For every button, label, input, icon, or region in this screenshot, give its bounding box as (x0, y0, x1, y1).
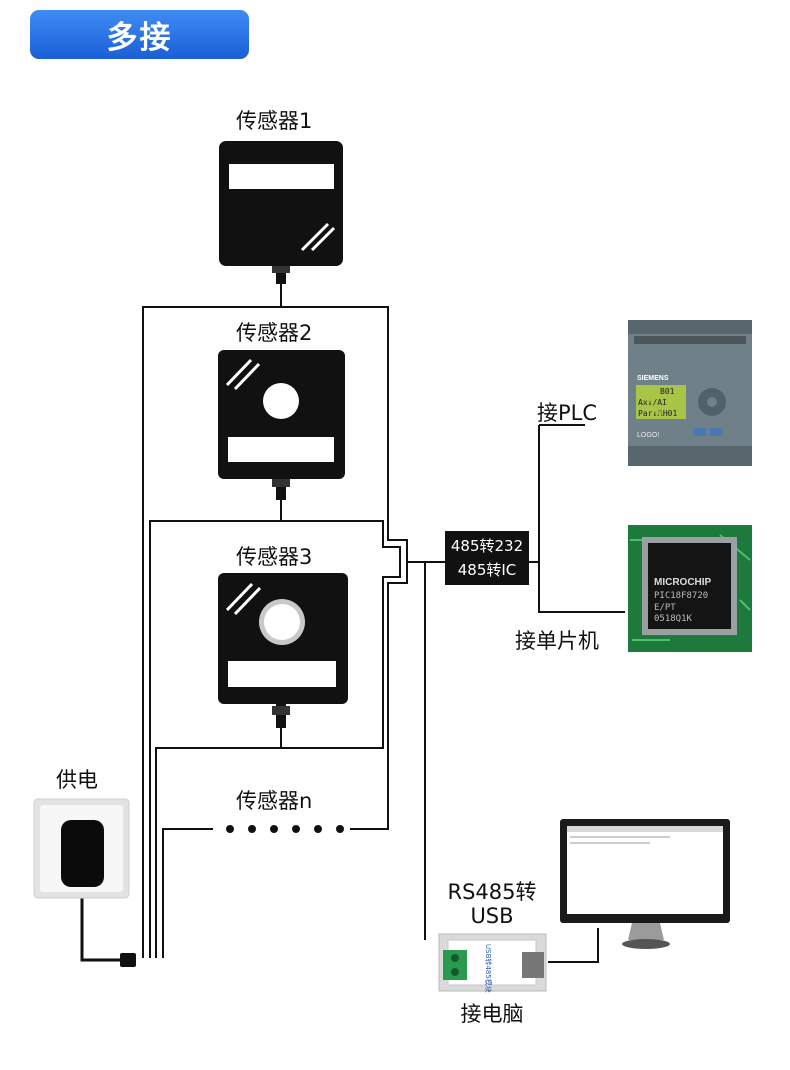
sensor2-icon (218, 350, 345, 500)
converter-label-line1: 485转232 (450, 537, 524, 555)
svg-text:0518Q1K: 0518Q1K (654, 614, 693, 624)
bus-wires (142, 283, 625, 963)
svg-text:E/PT: E/PT (654, 603, 676, 613)
pc-label: 接电脑 (460, 1002, 524, 1026)
sensor1-icon (219, 141, 343, 284)
power-plug-icon (120, 953, 136, 967)
sensor3-icon (218, 573, 348, 728)
ellipsis-dot (248, 825, 256, 833)
power-socket-icon (33, 798, 130, 899)
converter-box: 485转232 485转IC (445, 531, 529, 585)
rs485-usb-label-line2: USB (470, 904, 514, 928)
ellipsis-dot (292, 825, 300, 833)
mcu-label: 接单片机 (515, 629, 599, 653)
svg-text:SIEMENS: SIEMENS (637, 375, 669, 382)
svg-text:Par↓⎍H01: Par↓⎍H01 (638, 409, 677, 418)
sensor3-label: 传感器3 (236, 545, 313, 569)
ellipsis-dot (270, 825, 278, 833)
more-sensors-ellipsis (226, 822, 346, 836)
rs485-usb-label-line1: RS485转 (447, 880, 537, 904)
svg-text:B01: B01 (660, 387, 675, 396)
microchip-icon: MICROCHIP PIC18F8720 E/PT 0518Q1K (628, 525, 752, 652)
sensor1-label: 传感器1 (236, 109, 313, 133)
converter-label-line2: 485转IC (457, 561, 517, 579)
plc-controller-icon: SIEMENS B01 Ax↓/AI Par↓⎍H01 LOGO! (628, 320, 752, 466)
power-label: 供电 (56, 768, 98, 792)
header-badge: 多接 (30, 10, 249, 59)
monitor-icon (560, 819, 730, 949)
svg-text:PIC18F8720: PIC18F8720 (654, 591, 708, 601)
svg-text:LOGO!: LOGO! (637, 432, 659, 439)
ellipsis-dot (226, 825, 234, 833)
sensorn-label: 传感器n (236, 789, 313, 813)
svg-text:USB转485模块: USB转485模块 (484, 944, 493, 993)
svg-text:MICROCHIP: MICROCHIP (654, 577, 712, 588)
svg-text:Ax↓/AI: Ax↓/AI (638, 398, 667, 407)
ellipsis-dot (336, 825, 344, 833)
ellipsis-dot (314, 825, 322, 833)
usb-rs485-module-icon: USB转485模块 (438, 933, 547, 993)
plc-label: 接PLC (537, 401, 598, 425)
sensor2-label: 传感器2 (236, 321, 313, 345)
power-cable (80, 893, 128, 962)
